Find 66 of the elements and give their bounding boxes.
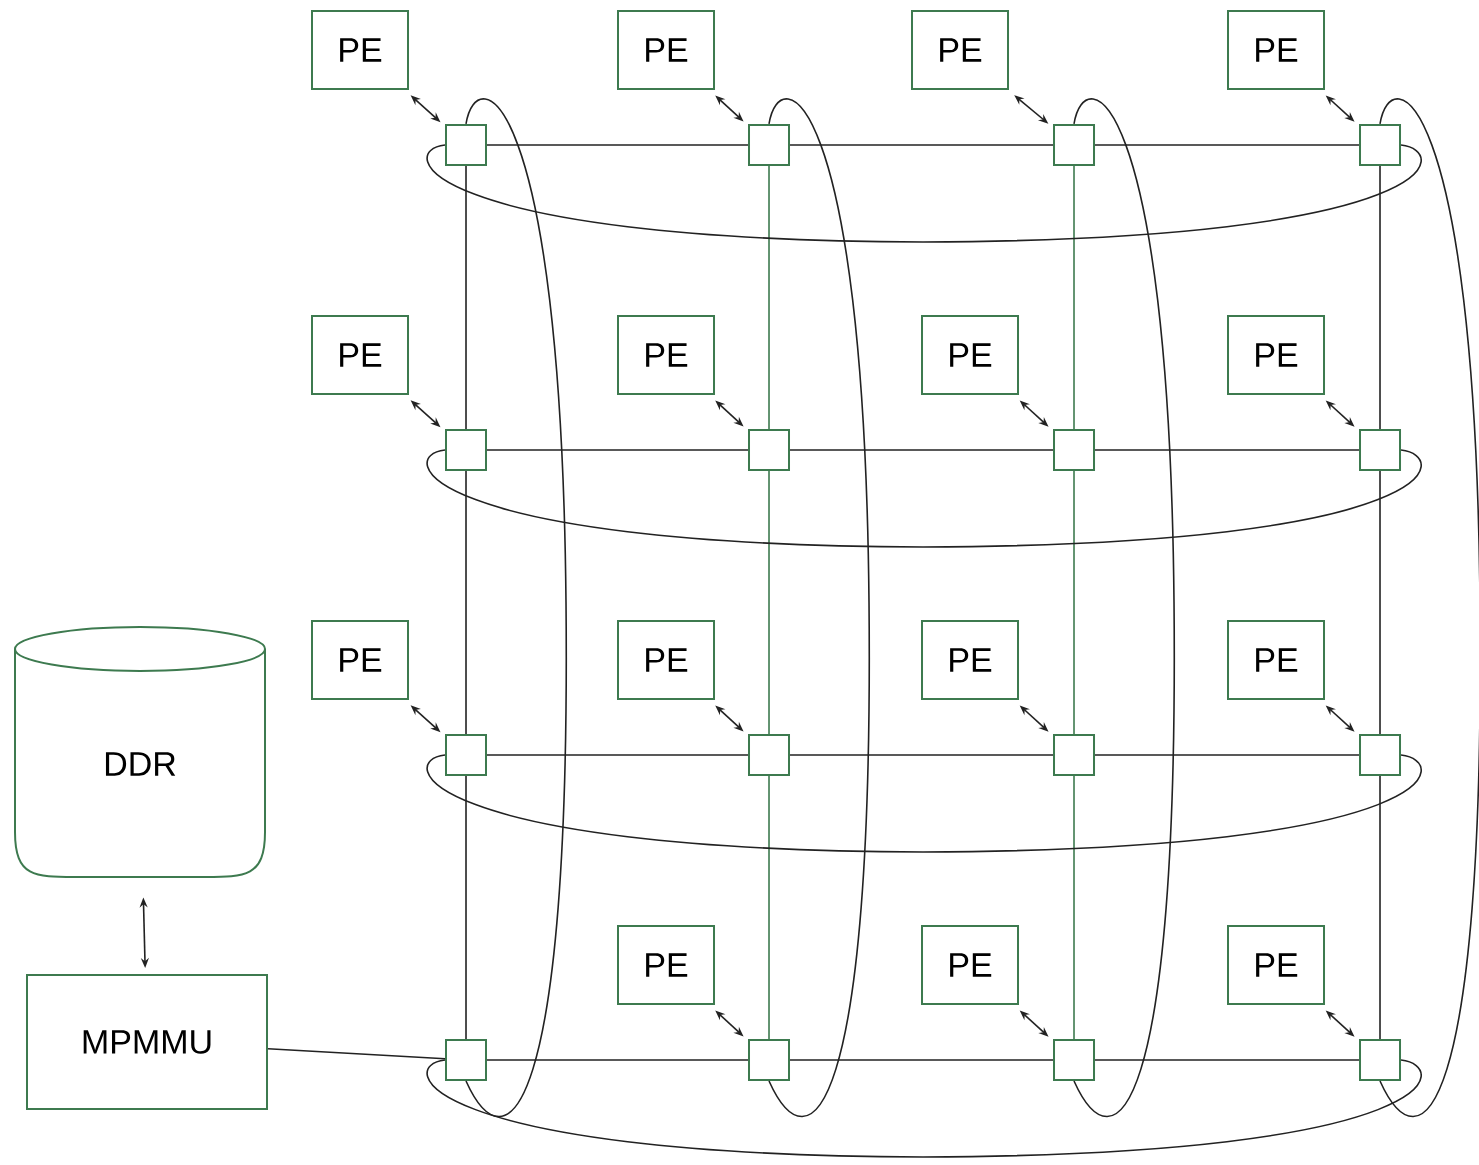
connector [1379,98,1479,1118]
connector [267,1048,446,1060]
router-box [1359,124,1401,166]
router-box [445,124,487,166]
process-box: PE [617,620,715,700]
process-box: PE [311,315,409,395]
process-box: PE [617,925,715,1005]
connector [768,775,770,1040]
connector [1379,165,1381,430]
process-box: PE [617,10,715,90]
connector [465,470,467,735]
process-box: PE [1227,620,1325,700]
connector [1094,754,1360,756]
connector [789,449,1054,451]
router-box [445,734,487,776]
router-box [748,1039,790,1081]
connector [426,1059,1422,1158]
connector [486,449,749,451]
router-box [1359,734,1401,776]
process-box: PE [921,620,1019,700]
connector [789,1059,1054,1061]
connector [1073,98,1175,1118]
router-box [445,1039,487,1081]
process-box: PE [1227,10,1325,90]
connector [1094,449,1360,451]
router-box [1359,429,1401,471]
connector [426,449,1422,548]
connector [1094,144,1360,146]
process-box: PE [921,925,1019,1005]
process-box: PE [921,315,1019,395]
connector [426,754,1422,853]
connector [486,754,749,756]
connector [789,144,1054,146]
connector [426,144,1422,243]
connector [486,1059,749,1061]
process-box: PE [311,10,409,90]
router-box [748,124,790,166]
connector [465,165,467,430]
router-box [445,429,487,471]
connector [789,754,1054,756]
router-box [1359,1039,1401,1081]
database-cylinder: DDR [14,626,266,878]
connector [465,98,567,1118]
process-box: MPMMU [26,974,268,1110]
connector [465,775,467,1040]
connector [768,470,770,735]
router-box [1053,734,1095,776]
connector [1073,470,1075,735]
connector [1094,1059,1360,1061]
process-box: PE [617,315,715,395]
process-box: PE [311,620,409,700]
connector [1073,165,1075,430]
connector [1379,775,1381,1040]
router-box [1053,124,1095,166]
connector [1379,470,1381,735]
router-box [1053,429,1095,471]
connector [1073,775,1075,1040]
process-box: PE [1227,925,1325,1005]
router-box [748,429,790,471]
router-box [748,734,790,776]
connector [486,144,749,146]
process-box: PE [1227,315,1325,395]
router-box [1053,1039,1095,1081]
connector [768,98,870,1118]
connector [768,165,770,430]
process-box: PE [911,10,1009,90]
